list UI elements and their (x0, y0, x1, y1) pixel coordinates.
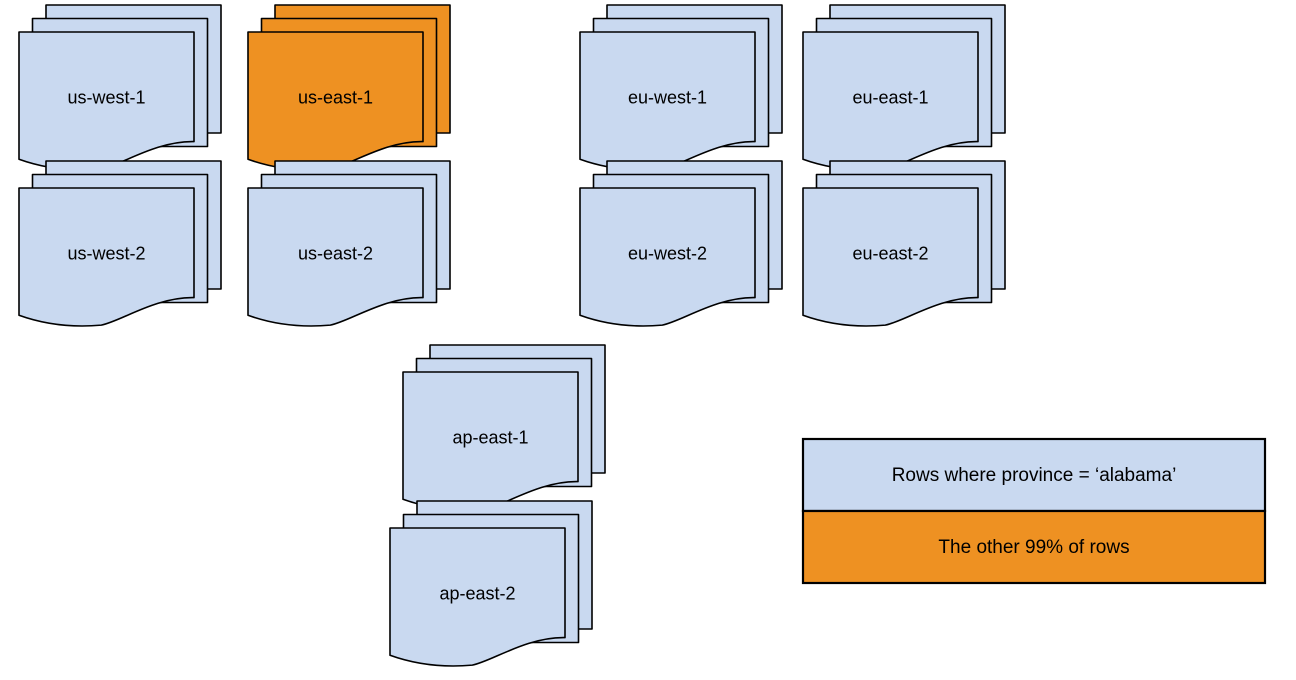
stack-label-eu-west-2: eu-west-2 (628, 243, 707, 263)
stack-sheet-us-east-2-0 (247, 187, 424, 327)
document-stack-ap-east-1[interactable]: ap-east-1 (402, 344, 606, 511)
document-stack-eu-west-1[interactable]: eu-west-1 (579, 4, 783, 171)
document-stack-ap-east-2[interactable]: ap-east-2 (389, 500, 593, 667)
legend-label-legend-orange: The other 99% of rows (938, 537, 1129, 558)
stack-label-ap-east-1: ap-east-1 (452, 427, 528, 447)
stack-label-ap-east-2: ap-east-2 (439, 583, 515, 603)
document-stack-eu-east-2[interactable]: eu-east-2 (802, 160, 1006, 327)
legend-row-legend-blue: Rows where province = ‘alabama’ (801, 437, 1267, 513)
document-stack-us-east-1[interactable]: us-east-1 (247, 4, 451, 171)
legend-label-legend-blue: Rows where province = ‘alabama’ (892, 465, 1177, 486)
stack-label-us-west-2: us-west-2 (67, 243, 145, 263)
stack-label-us-east-1: us-east-1 (298, 87, 373, 107)
legend-swatch-legend-orange (801, 509, 1267, 585)
document-stacks-group: us-west-1 us-east-1 eu-west-1 eu-east-1 us-w… (18, 4, 1006, 667)
document-stack-us-west-1[interactable]: us-west-1 (18, 4, 222, 171)
stack-label-us-east-2: us-east-2 (298, 243, 373, 263)
document-stack-eu-east-1[interactable]: eu-east-1 (802, 4, 1006, 171)
legend-swatch-legend-blue (801, 437, 1267, 513)
document-stack-us-east-2[interactable]: us-east-2 (247, 160, 451, 327)
stack-sheet-us-west-2-0 (18, 187, 195, 327)
stack-label-eu-east-1: eu-east-1 (852, 87, 928, 107)
stack-sheet-eu-west-2-0 (579, 187, 756, 327)
stack-label-eu-east-2: eu-east-2 (852, 243, 928, 263)
stack-label-us-west-1: us-west-1 (67, 87, 145, 107)
legend-row-legend-orange: The other 99% of rows (801, 509, 1267, 585)
document-stack-eu-west-2[interactable]: eu-west-2 (579, 160, 783, 327)
document-stack-us-west-2[interactable]: us-west-2 (18, 160, 222, 327)
stack-sheet-ap-east-2-0 (389, 527, 566, 667)
legend-group: Rows where province = ‘alabama’ The other… (801, 437, 1267, 585)
stack-label-eu-west-1: eu-west-1 (628, 87, 707, 107)
stack-sheet-eu-east-2-0 (802, 187, 979, 327)
